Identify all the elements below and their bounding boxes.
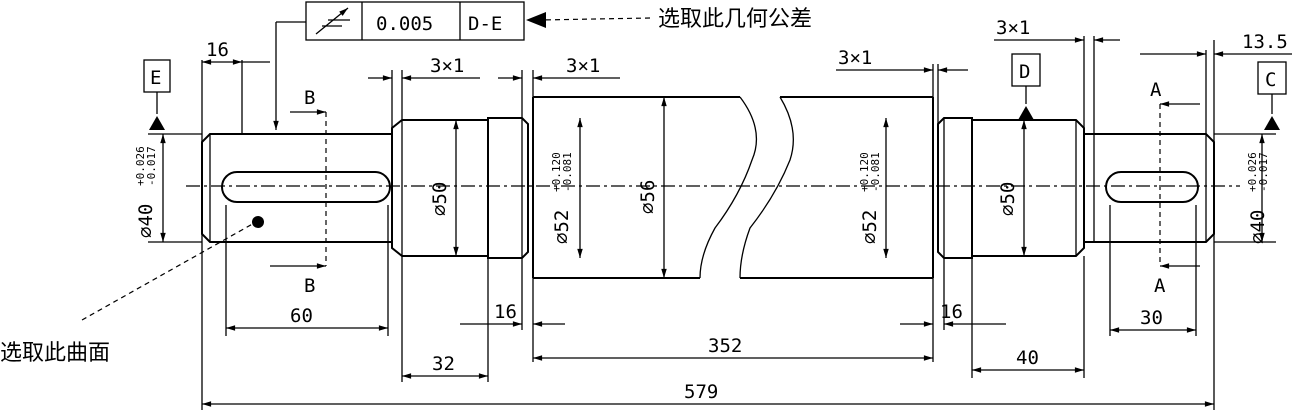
dim-middle-352: 352 xyxy=(708,335,742,357)
dia-right-end-lower-tol: -0.017 xyxy=(1257,152,1270,192)
dim-section-32: 32 xyxy=(432,353,455,375)
dim-shoulder-left: 16 xyxy=(494,301,517,323)
section-markers xyxy=(270,101,1200,269)
dia-seat-right: ⌀52 xyxy=(859,210,881,244)
datum-d xyxy=(1011,53,1041,120)
datum-e-label: E xyxy=(150,67,161,89)
horizontal-dimension-lines xyxy=(202,37,1292,407)
dia-middle: ⌀56 xyxy=(637,180,659,214)
dia-seat-left-upper-tol: +0.120 xyxy=(550,152,563,192)
dim-shoulder-right: 16 xyxy=(940,301,963,323)
dia-bearing-right-group: ⌀50 xyxy=(997,182,1019,216)
dia-left-end-group: ⌀40 +0.026 -0.017 xyxy=(134,146,158,238)
dia-left-end-lower-tol: -0.017 xyxy=(145,146,158,186)
surface-leader xyxy=(81,221,257,321)
dim-total-length: 579 xyxy=(684,381,718,403)
dia-seat-left-group: ⌀52 +0.120 -0.081 xyxy=(550,152,574,244)
dim-right-end-offset: 13.5 xyxy=(1242,31,1288,53)
section-b-top: B xyxy=(304,87,315,109)
extension-lines xyxy=(201,36,1215,410)
dia-middle-group: ⌀56 xyxy=(637,180,659,214)
dim-key-length-left: 60 xyxy=(290,305,313,327)
dia-right-end-upper-tol: +0.026 xyxy=(1246,152,1259,192)
dim-chamfer-right-2: 3×1 xyxy=(996,17,1030,39)
dia-left-end-upper-tol: +0.026 xyxy=(134,146,147,186)
total-runout-icon xyxy=(315,7,350,35)
dim-section-40: 40 xyxy=(1016,347,1039,369)
dia-bearing-left: ⌀50 xyxy=(429,182,451,216)
tolerance-leader xyxy=(539,17,651,21)
dia-seat-right-group: ⌀52 +0.120 -0.081 xyxy=(858,152,882,244)
surface-pick-dot xyxy=(252,216,264,228)
datum-e xyxy=(143,59,171,130)
right-keyway xyxy=(1105,171,1199,203)
section-a-bottom: A xyxy=(1154,275,1166,297)
dia-left-end: ⌀40 xyxy=(135,204,157,238)
shaft-outline xyxy=(201,96,1215,279)
dia-bearing-left-group: ⌀50 xyxy=(429,182,451,216)
tolerance-frame xyxy=(273,1,525,130)
tolerance-leader-arrow xyxy=(526,12,546,28)
dia-seat-left-lower-tol: -0.081 xyxy=(561,152,574,192)
dia-seat-left: ⌀52 xyxy=(551,210,573,244)
dia-seat-right-upper-tol: +0.120 xyxy=(858,152,871,192)
dim-chamfer-left-1: 3×1 xyxy=(430,55,464,77)
tolerance-value: 0.005 xyxy=(376,13,433,35)
dia-seat-right-lower-tol: -0.081 xyxy=(869,152,882,192)
dim-key-length-right: 30 xyxy=(1140,307,1163,329)
dim-chamfer-right-1: 3×1 xyxy=(838,47,872,69)
section-b-bottom: B xyxy=(304,275,315,297)
dia-bearing-right: ⌀50 xyxy=(997,182,1019,216)
datum-c-label: C xyxy=(1265,69,1276,91)
left-keyway xyxy=(221,171,391,203)
tolerance-note: 选取此几何公差 xyxy=(658,7,812,32)
surface-note: 选取此曲面 xyxy=(0,341,110,366)
dia-right-end: ⌀40 xyxy=(1247,210,1269,244)
dia-right-end-group: ⌀40 +0.026 -0.017 xyxy=(1246,152,1270,244)
dim-key-offset: 16 xyxy=(206,39,229,61)
datum-c xyxy=(1257,61,1287,130)
tolerance-datum-ref: D-E xyxy=(468,13,502,35)
diameter-dimension-lines xyxy=(148,97,1276,279)
datum-d-label: D xyxy=(1019,61,1030,83)
section-a-top: A xyxy=(1150,79,1162,101)
dim-chamfer-left-2: 3×1 xyxy=(566,55,600,77)
